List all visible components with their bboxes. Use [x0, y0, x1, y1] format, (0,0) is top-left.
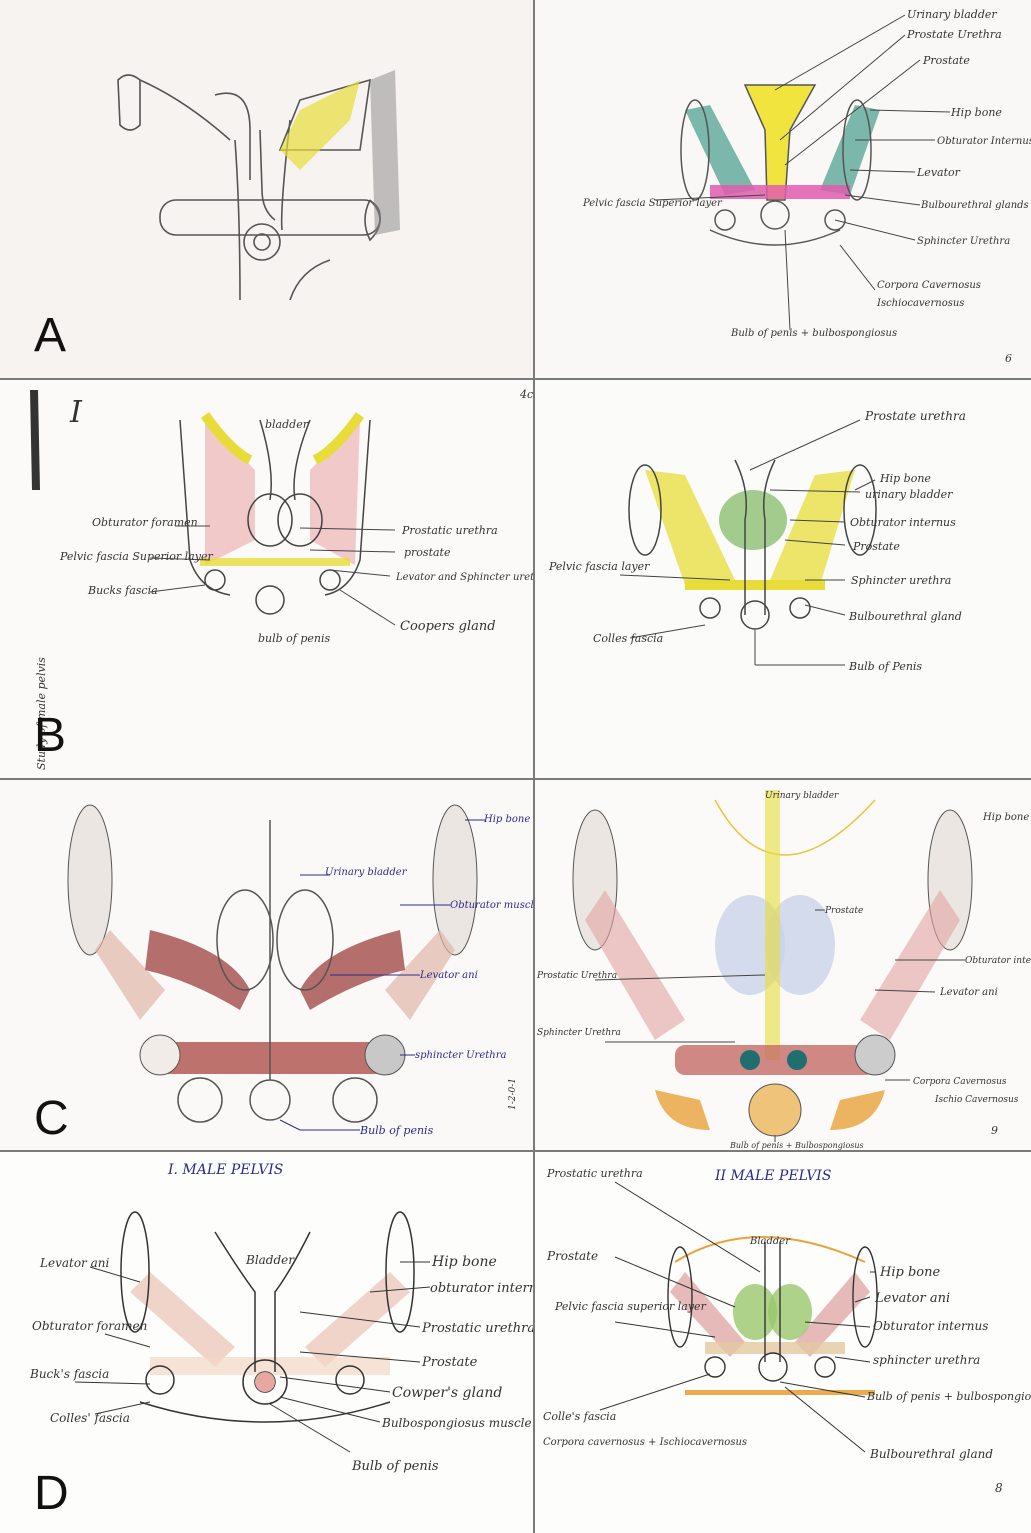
label-obturator-foramen-d: Obturator foramen [32, 1319, 147, 1333]
label-levator-ani-c: Levator ani [419, 970, 478, 981]
label-bulbourethral-gland-b: Bulbourethral gland [848, 610, 962, 623]
label-urinary-bladder-c: Urinary bladder [325, 867, 408, 878]
row-label-b: B [34, 712, 66, 760]
label-pelvic-fascia: Pelvic fascia Superior layer [582, 198, 723, 209]
label-obturator-internus: Obturator Internus [937, 136, 1031, 147]
label-urinary-bladder-b: urinary bladder [865, 488, 953, 501]
label-obturator-internus-d2: Obturator internus [873, 1319, 988, 1333]
label-pelvic-fascia-superior: Pelvic fascia Superior layer [59, 550, 213, 563]
label-prostatic-urethra-c2: Prostatic Urethra [536, 971, 617, 981]
panel-b-left: I 4c bladder Obturator foramen Pelvic fa… [0, 380, 533, 778]
label-bucks-fascia: Bucks fascia [87, 584, 158, 597]
label-levator-ani-d: Levator ani [39, 1256, 109, 1270]
label-coopers-gland: Coopers gland [400, 619, 496, 634]
label-obturator-foramen: Obturator foramen [92, 516, 198, 529]
label-pelvic-fascia-d2: Pelvic fascia superior layer [554, 1300, 707, 1313]
panel-a-left: A [0, 0, 533, 378]
label-colles-fascia-b: Colles fascia [593, 632, 663, 645]
label-corpora-cavernosus: Corpora Cavernosus [877, 280, 981, 291]
label-levator-sphincter: Levator and Sphincter urethra [395, 572, 533, 583]
panel-d-left: I. MALE PELVIS B [0, 1152, 533, 1533]
label-hip-bone-c2: Hip bone [982, 812, 1029, 823]
label-bulb-of-penis: Bulb of penis + bulbospongiosus [730, 328, 897, 339]
label-cowpers-gland-d: Cowper's gland [392, 1385, 502, 1401]
label-sphincter-urethra-c2: Sphincter Urethra [537, 1028, 621, 1038]
corner-mark-4c: 4c [519, 388, 533, 401]
label-corpora-cavernosus-c2: Corpora Cavernosus [913, 1077, 1007, 1087]
corner-mark-roman: I [69, 395, 83, 430]
label-obturator-internus-d: obturator internus [430, 1281, 533, 1296]
label-levator-ani-c2: Levator ani [939, 987, 998, 998]
label-pelvic-fascia-b: Pelvic fascia layer [548, 560, 650, 573]
label-bulbospongiosus-d: Bulbospongiosus muscle [381, 1416, 532, 1430]
label-obturator-internus-c2: Obturator internus [965, 956, 1031, 966]
label-prostate: Prostate [922, 54, 970, 67]
panel-b-right: Prostate urethra Hip bone urinary bladde… [535, 380, 1031, 778]
row-label-c: C [34, 1095, 69, 1143]
label-sphincter-urethra-b: Sphincter urethra [851, 574, 951, 587]
label-sphincter-urethra-d2: sphincter urethra [873, 1353, 980, 1367]
label-prostate-urethra-b: Prostate urethra [864, 409, 966, 423]
label-prostate-c2: Prostate [824, 906, 863, 916]
label-bulb-of-penis-c: Bulb of penis [359, 1124, 434, 1137]
panel-a-right: Urinary bladder Prostate Urethra Prostat… [535, 0, 1031, 378]
label-levator-ani-d2: Levator ani [874, 1291, 950, 1306]
label-bulb-penis-b: bulb of penis [258, 632, 331, 645]
label-obturator-muscle-c: Obturator muscle [450, 900, 533, 911]
label-prostatic-urethra-d2: Prostatic urethra [546, 1167, 643, 1180]
row-label-d: D [34, 1470, 69, 1518]
panel-c-right: Urinary bladder Hip bone Prostate Prosta… [535, 780, 1031, 1150]
title-d-right: II MALE PELVIS [714, 1168, 831, 1184]
label-hip-bone-d2: Hip bone [879, 1265, 940, 1280]
title-d-left: I. MALE PELVIS [167, 1162, 283, 1178]
label-prostate-d: Prostate [421, 1355, 478, 1370]
label-bulbourethral-gland-d2: Bulbourethral gland [869, 1447, 993, 1461]
label-hip-bone-d: Hip bone [431, 1254, 497, 1270]
page-number-d: 8 [995, 1481, 1003, 1495]
label-prostate-b: prostate [404, 546, 451, 559]
label-prostatic-urethra: Prostatic urethra [401, 524, 498, 537]
row-label-a: A [34, 312, 66, 360]
label-bucks-fascia-d: Buck's fascia [29, 1367, 109, 1381]
page-number-a: 6 [1005, 352, 1012, 365]
label-sphincter-urethra: Sphincter Urethra [917, 236, 1010, 247]
label-bladder: bladder [265, 418, 309, 431]
panel-d-right: II MALE PELVIS Prostat [535, 1152, 1031, 1533]
label-levator: Levator [916, 166, 961, 179]
label-hip-bone: Hip bone [950, 106, 1002, 119]
label-bulb-of-penis-d: Bulb of penis [351, 1459, 439, 1474]
label-prostate-b2: Prostate [852, 540, 900, 553]
label-ischio-cavernosus-c2: Ischio Cavernosus [934, 1095, 1019, 1105]
label-prostatic-urethra-d: Prostatic urethra [421, 1321, 533, 1336]
label-bulb-of-penis-d2: Bulb of penis + bulbospongiosus [866, 1390, 1031, 1403]
label-bladder-d: Bladder [245, 1253, 295, 1267]
label-ischiocavernosus: Ischiocavernosus [876, 298, 964, 309]
label-bladder-d2: Bladder [749, 1236, 791, 1247]
label-prostate-urethra: Prostate Urethra [906, 28, 1002, 41]
side-note-c: 1-2-0-1 [508, 1078, 518, 1110]
page-number-c: 9 [991, 1124, 998, 1137]
label-urinary-bladder-c2: Urinary bladder [765, 791, 839, 801]
label-bulb-penis-c2: Bulb of penis + Bulbospongiosus [729, 1141, 864, 1150]
label-colles-fascia-d: Colles' fascia [50, 1411, 130, 1425]
label-corpora-cavernosus-d2: Corpora cavernosus + Ischiocavernosus [543, 1437, 747, 1448]
label-colles-fascia-d2: Colle's fascia [543, 1410, 616, 1423]
label-urinary-bladder: Urinary bladder [907, 8, 997, 21]
label-hip-bone-b: Hip bone [879, 472, 931, 485]
label-hip-bone-c: Hip bone [483, 814, 530, 825]
label-obturator-internus-b: Obturator internus [850, 516, 956, 529]
label-prostate-d2: Prostate [546, 1249, 598, 1263]
label-bulbourethral-glands: Bulbourethral glands [920, 200, 1029, 211]
label-sphincter-urethra-c: sphincter Urethra [415, 1050, 506, 1061]
panel-c-left: Hip bone Urinary bladder Obturator muscl… [0, 780, 533, 1150]
label-bulb-of-penis-b: Bulb of Penis [848, 660, 922, 673]
